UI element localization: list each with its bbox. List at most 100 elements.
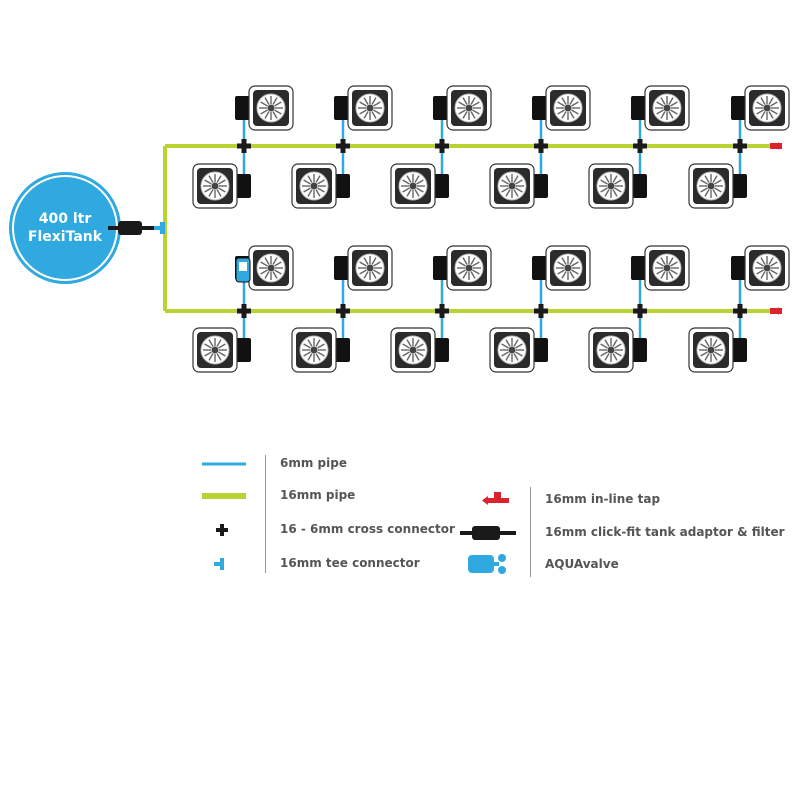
- pot-petal: [462, 97, 468, 105]
- pot-petal: [264, 271, 270, 279]
- pot-petal: [670, 269, 678, 275]
- pot-r2-bottom-4: [489, 327, 548, 373]
- pot-petal: [660, 257, 666, 265]
- pot-r1-bottom-1: [192, 163, 251, 209]
- 6mm-pipe-icon: [202, 462, 246, 466]
- pot-petal: [756, 101, 764, 107]
- pot-petal: [260, 109, 268, 115]
- pot-petal: [768, 271, 774, 279]
- pot-petal: [660, 111, 666, 119]
- pot-petal: [712, 353, 718, 361]
- pot-petal: [505, 189, 511, 197]
- pot-hub: [211, 346, 219, 354]
- pot-hub: [607, 346, 615, 354]
- pot-r1-top-3: [433, 85, 492, 131]
- legend-label-aquavalve: AQUAvalve: [545, 557, 619, 571]
- pot-petal: [406, 175, 412, 183]
- tee-connector-stub: [154, 226, 162, 230]
- pot-petal: [462, 271, 468, 279]
- pot-petal: [768, 257, 774, 265]
- pot-petal: [668, 257, 674, 265]
- pot-petal: [272, 257, 278, 265]
- pot-petal: [402, 343, 410, 349]
- pot-petal: [571, 101, 579, 107]
- pot-petal: [216, 339, 222, 347]
- pot-petal: [704, 189, 710, 197]
- pot-petal: [260, 269, 268, 275]
- pot-petal: [501, 351, 509, 357]
- pot-petal: [770, 269, 778, 275]
- pot-petal: [416, 187, 424, 193]
- pot-r1-top-6: [731, 85, 790, 131]
- inline-tap-tip-r2: [778, 307, 782, 315]
- pot-petal: [416, 351, 424, 357]
- pot-petal: [317, 351, 325, 357]
- pot-petal: [604, 189, 610, 197]
- pot-petal: [513, 189, 519, 197]
- pot-r2-bottom-3: [390, 327, 449, 373]
- pot-hub: [508, 182, 516, 190]
- pot-petal: [216, 189, 222, 197]
- pot-petal: [770, 109, 778, 115]
- cross-connector-bar-r2-6: [733, 308, 747, 314]
- pot-petal: [700, 343, 708, 349]
- cross-connector-bar-r1-3: [435, 143, 449, 149]
- pot-petal: [216, 353, 222, 361]
- pot-tab: [433, 338, 449, 362]
- pot-petal: [272, 111, 278, 119]
- pot-hub: [310, 182, 318, 190]
- pot-petal: [656, 269, 664, 275]
- pot-petal: [604, 175, 610, 183]
- pot-petal: [303, 187, 311, 193]
- pot-petal: [406, 353, 412, 361]
- pot-petal: [515, 351, 523, 357]
- cross-connector-bar-r1-4: [534, 143, 548, 149]
- pot-petal: [264, 111, 270, 119]
- pot-petal: [569, 97, 575, 105]
- pot-r1-top-4: [532, 85, 591, 131]
- pot-petal: [712, 175, 718, 183]
- pot-petal: [704, 175, 710, 183]
- pot-petal: [561, 271, 567, 279]
- cross-connector-bar-r1-6: [733, 143, 747, 149]
- legend-item-tank-adaptor: 16mm click-fit tank adaptor & filter: [460, 521, 785, 545]
- cross-connector-bar-r2-1: [237, 308, 251, 314]
- aquavalve-window: [239, 262, 247, 271]
- pot-hub: [366, 104, 374, 112]
- pot-petal: [704, 353, 710, 361]
- pot-petal: [264, 257, 270, 265]
- pot-petal: [513, 175, 519, 183]
- pot-petal: [501, 187, 509, 193]
- pot-petal: [307, 353, 313, 361]
- pot-tab: [235, 338, 251, 362]
- tank-label-line1: 400 ltr: [39, 211, 92, 227]
- pot-petal: [272, 97, 278, 105]
- legend-item-inline-tap: 16mm in-line tap: [460, 488, 780, 512]
- pot-tab: [433, 174, 449, 198]
- pot-hub: [707, 182, 715, 190]
- inline-tap-tip-r1: [778, 142, 782, 150]
- pot-r1-bottom-6: [688, 163, 747, 209]
- legend-item-cross-connector: 16 - 6mm cross connector: [200, 518, 460, 542]
- pot-petal: [760, 257, 766, 265]
- pot-petal: [458, 109, 466, 115]
- pot-r1-top-5: [631, 85, 690, 131]
- pot-petal: [561, 111, 567, 119]
- pot-r2-top-3: [433, 245, 492, 291]
- pot-petal: [472, 101, 480, 107]
- pot-r1-bottom-5: [588, 163, 647, 209]
- pot-petal: [414, 189, 420, 197]
- pot-petal: [414, 175, 420, 183]
- pot-tab: [334, 96, 350, 120]
- inline-tap-r2: [770, 308, 782, 314]
- pot-petal: [612, 339, 618, 347]
- pot-petal: [307, 339, 313, 347]
- pot-petal: [600, 351, 608, 357]
- pot-petal: [462, 257, 468, 265]
- pot-petal: [264, 97, 270, 105]
- pot-petal: [204, 343, 212, 349]
- pot-petal: [557, 101, 565, 107]
- pot-petal: [359, 261, 367, 267]
- pot-petal: [569, 271, 575, 279]
- pot-petal: [756, 109, 764, 115]
